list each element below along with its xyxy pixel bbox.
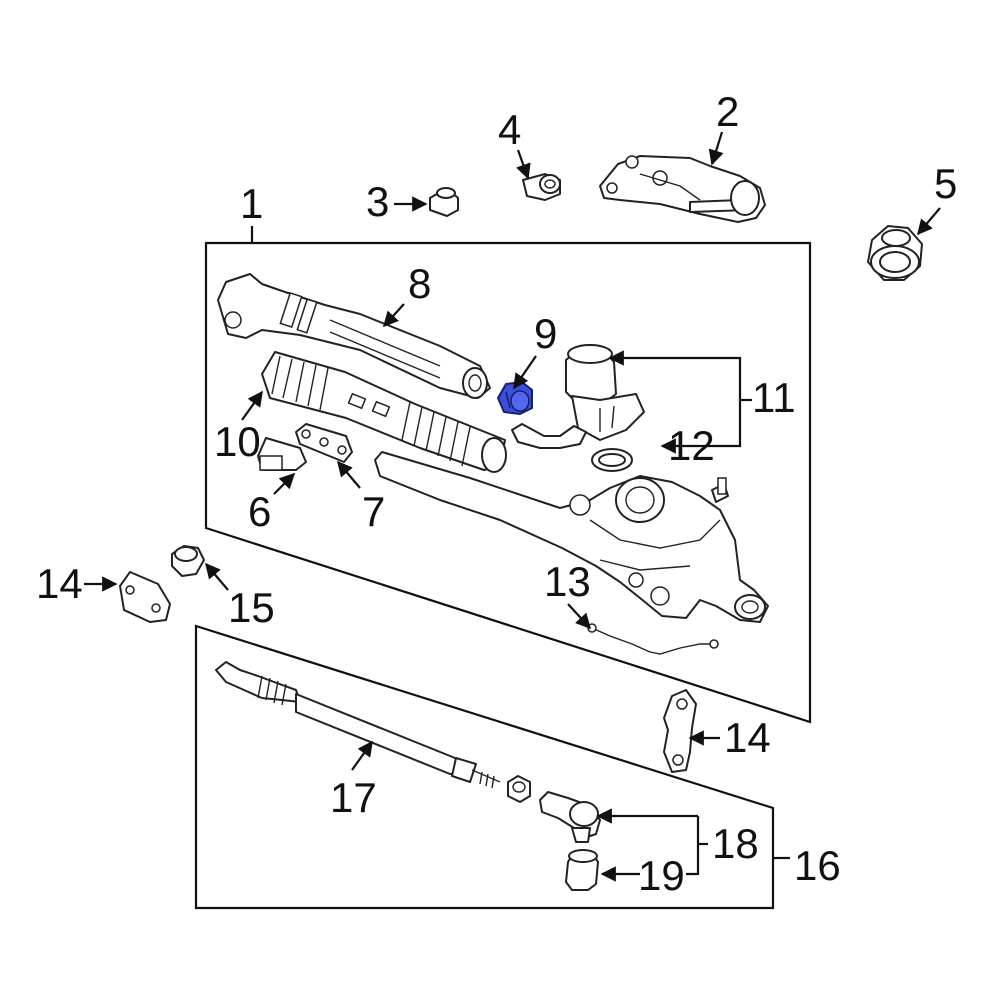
part-4-bushing[interactable]	[522, 173, 561, 201]
part-12-o-ring[interactable]	[591, 448, 633, 472]
callout-4: 4	[498, 106, 521, 153]
jam-nut[interactable]	[507, 775, 531, 803]
callout-6: 6	[248, 488, 271, 535]
part-5-grommet[interactable]	[867, 225, 923, 281]
steering-gear-housing[interactable]	[374, 451, 769, 623]
part-13-wire[interactable]	[587, 623, 719, 655]
callout-5: 5	[934, 160, 957, 207]
part-17-tie-rod[interactable]	[215, 661, 501, 789]
part-8-rack-housing[interactable]	[217, 273, 491, 399]
part-7-plate[interactable]	[295, 423, 353, 463]
part-2-mounting-bracket[interactable]	[599, 155, 766, 223]
callout-1: 1	[240, 180, 263, 227]
part-10-boot-and-rack[interactable]	[261, 351, 507, 473]
part-14-cover-plate-left[interactable]	[119, 571, 171, 623]
callout-15: 15	[228, 584, 275, 631]
callout-14-left: 14	[36, 560, 83, 607]
callout-10: 10	[214, 418, 261, 465]
callout-14-right: 14	[724, 714, 771, 761]
callout-12: 12	[668, 422, 715, 469]
callout-7: 7	[362, 488, 385, 535]
part-11-motor-unit[interactable]	[511, 344, 645, 449]
part-19-boot[interactable]	[565, 849, 599, 891]
callout-8: 8	[408, 260, 431, 307]
callout-13: 13	[544, 558, 591, 605]
callout-19: 19	[638, 852, 685, 899]
callout-9: 9	[534, 310, 557, 357]
part-18-tie-rod-end[interactable]	[539, 791, 601, 843]
tie-rod-assembly-frame	[194, 624, 775, 910]
part-6-block[interactable]	[257, 437, 307, 471]
callout-3: 3	[366, 178, 389, 225]
part-9-highlighted-seal[interactable]	[496, 380, 533, 416]
part-14-clamp-right[interactable]	[663, 689, 697, 773]
callout-16: 16	[794, 842, 841, 889]
callout-labels: 1 2 3 4 5 6 7 8 9 10 11 12 13 14 15 14 1…	[36, 88, 957, 899]
callout-18: 18	[712, 820, 759, 867]
callout-2: 2	[716, 88, 739, 135]
callout-11: 11	[752, 374, 796, 421]
callout-17: 17	[330, 774, 377, 821]
leader-lines	[84, 131, 941, 882]
part-3-plug[interactable]	[429, 187, 459, 217]
part-15-nut[interactable]	[171, 545, 205, 577]
